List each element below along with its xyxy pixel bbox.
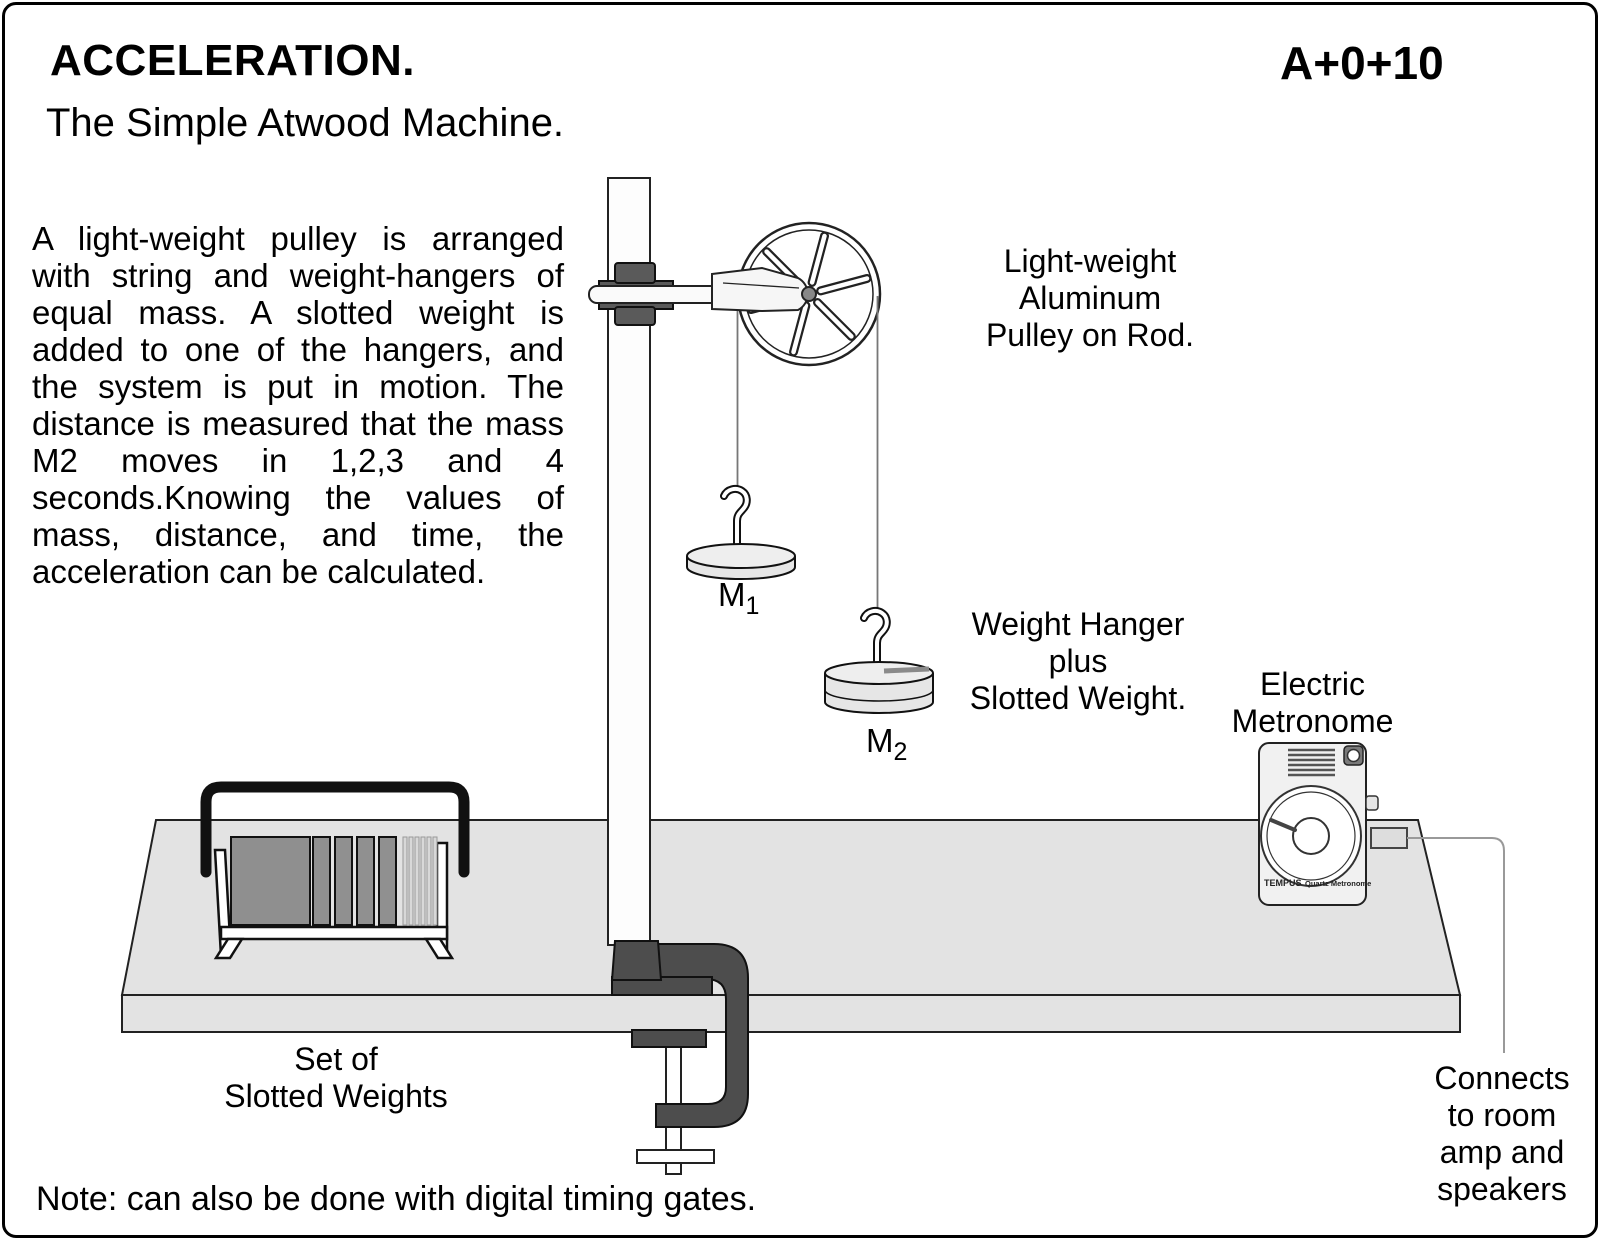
metronome-side-button[interactable]	[1365, 795, 1379, 811]
pulley-bracket	[711, 266, 817, 313]
page-subtitle: The Simple Atwood Machine.	[46, 101, 565, 145]
page-title: ACCELERATION.	[50, 36, 416, 85]
slotted-weights	[230, 836, 438, 926]
clamp-handle[interactable]	[636, 1149, 715, 1164]
weight-hanger-m2	[824, 606, 934, 714]
output-connector	[1370, 827, 1408, 849]
demo-code: A+0+10	[1280, 37, 1444, 89]
metronome-device: TEMPUS Quartz Metronome	[1258, 742, 1505, 1053]
metronome-model: Quartz Metronome	[1305, 879, 1371, 888]
weight-hanger-m1	[686, 484, 796, 580]
metronome-brand: TEMPUS	[1264, 878, 1302, 888]
slotted-weights-rack	[200, 781, 470, 960]
speaker-grille-icon	[1288, 748, 1335, 777]
rack-handle	[200, 781, 470, 878]
table-clamp	[610, 940, 749, 1175]
pulley-hub	[801, 286, 817, 302]
dial-pointer	[1269, 818, 1297, 832]
audio-wire	[1407, 837, 1505, 1053]
hanger-label: Weight Hanger plus Slotted Weight.	[969, 606, 1187, 716]
pulley-rod	[588, 285, 720, 304]
weight-slot	[883, 666, 930, 674]
lab-table	[120, 819, 1462, 1033]
mass2-label: M2	[866, 722, 908, 766]
clamp-pad	[631, 1029, 707, 1048]
metronome-label: Electric Metronome	[1231, 666, 1394, 739]
metronome-dial[interactable]	[1260, 785, 1362, 887]
pulley-label: Light-weight Aluminum Pulley on Rod.	[985, 243, 1195, 353]
stand-rod-assembly	[588, 177, 720, 946]
connects-label: Connects to room amp and speakers	[1434, 1060, 1570, 1207]
note-text: Note: can also be done with digital timi…	[36, 1180, 757, 1218]
mass1-label: M1	[718, 576, 760, 620]
rod-socket	[610, 940, 663, 981]
description-paragraph: A light-weight pulley is arranged with s…	[32, 220, 564, 590]
weights-set-label: Set of Slotted Weights	[224, 1041, 448, 1114]
